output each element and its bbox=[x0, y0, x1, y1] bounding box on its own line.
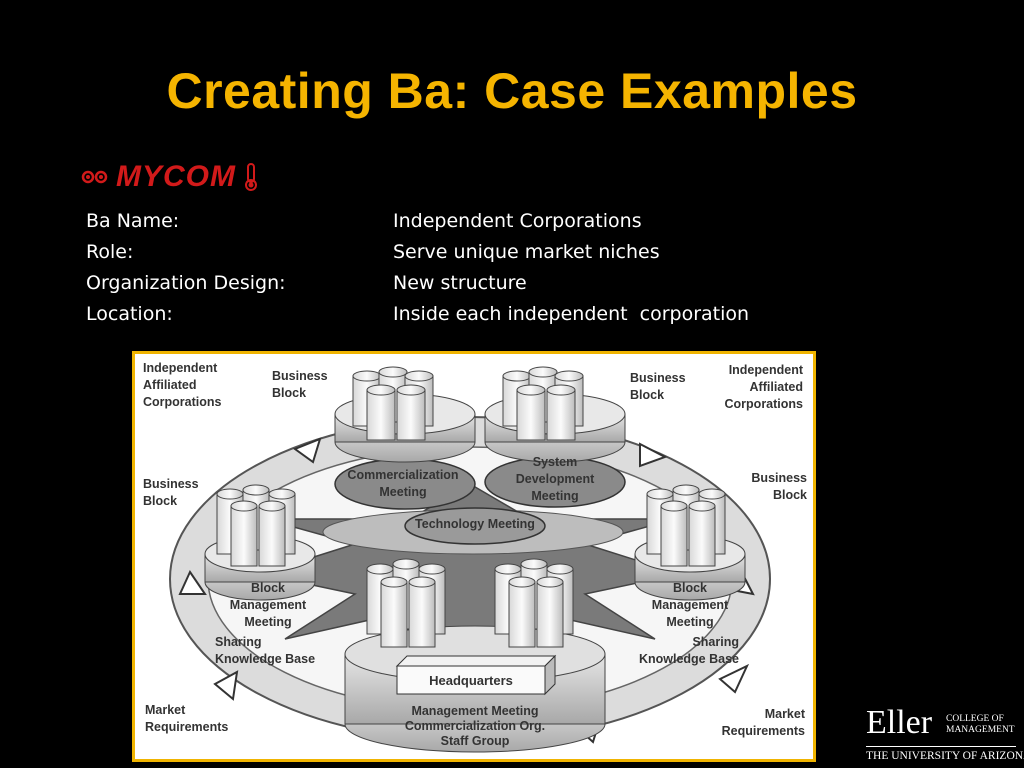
thermometer-icon bbox=[245, 163, 257, 191]
label-market-requirements-right: Market Requirements bbox=[721, 707, 805, 738]
label-technology-meeting: Technology Meeting bbox=[415, 517, 535, 531]
info-label: Role: bbox=[86, 241, 134, 263]
label-business-block-top-left: Business Block bbox=[272, 369, 328, 400]
eller-university: THE UNIVERSITY OF ARIZONA. bbox=[866, 750, 1024, 762]
label-block-management-left: Block Management Meeting bbox=[229, 581, 307, 629]
label-system-development-meeting: System Development Meeting bbox=[515, 455, 595, 503]
info-row-organization-design: Organization Design: New structure bbox=[86, 268, 749, 299]
cylinder-group-mid-left bbox=[204, 484, 316, 601]
info-label: Location: bbox=[86, 303, 173, 325]
label-market-requirements-left: Market Requirements bbox=[145, 703, 229, 734]
info-label: Ba Name: bbox=[86, 210, 180, 232]
mycom-logo-text: MYCOM bbox=[116, 160, 236, 193]
label-headquarters: Headquarters bbox=[429, 673, 513, 688]
info-value: Inside each independent corporation bbox=[393, 303, 750, 325]
cylinder-group-mid-right bbox=[634, 484, 746, 601]
mycom-logo: MYCOM bbox=[80, 160, 260, 194]
info-row-location: Location: Inside each independent corpor… bbox=[86, 299, 749, 330]
info-value: New structure bbox=[393, 272, 527, 294]
cylinder-group-bottom bbox=[344, 558, 606, 753]
label-business-block-mid-left: Business Block bbox=[143, 477, 199, 508]
info-value: Serve unique market niches bbox=[393, 241, 660, 263]
eller-divider bbox=[866, 746, 1016, 747]
label-sharing-knowledge-right: Sharing Knowledge Base bbox=[638, 635, 739, 666]
info-label: Organization Design: bbox=[86, 272, 286, 294]
cylinder-group-top-right bbox=[484, 366, 626, 463]
ba-info: Ba Name: Independent Corporations Role: … bbox=[86, 206, 749, 330]
label-iac-right: Independent Affiliated Corporations bbox=[724, 363, 803, 411]
slide-title: Creating Ba: Case Examples bbox=[166, 63, 858, 119]
label-business-block-mid-right: Business Block bbox=[751, 471, 807, 502]
info-row-role: Role: Serve unique market niches bbox=[86, 237, 749, 268]
info-value: Independent Corporations bbox=[393, 210, 642, 232]
info-row-ba-name: Ba Name: Independent Corporations bbox=[86, 206, 749, 237]
cylinder-group-top-left bbox=[334, 366, 476, 463]
label-commercialization-meeting: Commercialization Meeting bbox=[347, 468, 459, 499]
eller-college: COLLEGE OF MANAGEMENT bbox=[946, 714, 1015, 735]
label-iac-left: Independent Affiliated Corporations bbox=[143, 361, 222, 409]
label-hq-sub: Management Meeting Commercialization Org… bbox=[404, 704, 546, 748]
eller-name: Eller bbox=[866, 704, 933, 741]
organization-diagram: Independent Affiliated Corporations Busi… bbox=[132, 351, 816, 762]
label-block-management-right: Block Management Meeting bbox=[651, 581, 729, 629]
eller-logo: Eller COLLEGE OF MANAGEMENT THE UNIVERSI… bbox=[866, 704, 1024, 762]
label-sharing-knowledge-left: Sharing Knowledge Base bbox=[215, 635, 316, 666]
gear-icon bbox=[81, 170, 108, 184]
diagram-graphic bbox=[169, 366, 771, 753]
label-business-block-top-right: Business Block bbox=[630, 371, 686, 402]
